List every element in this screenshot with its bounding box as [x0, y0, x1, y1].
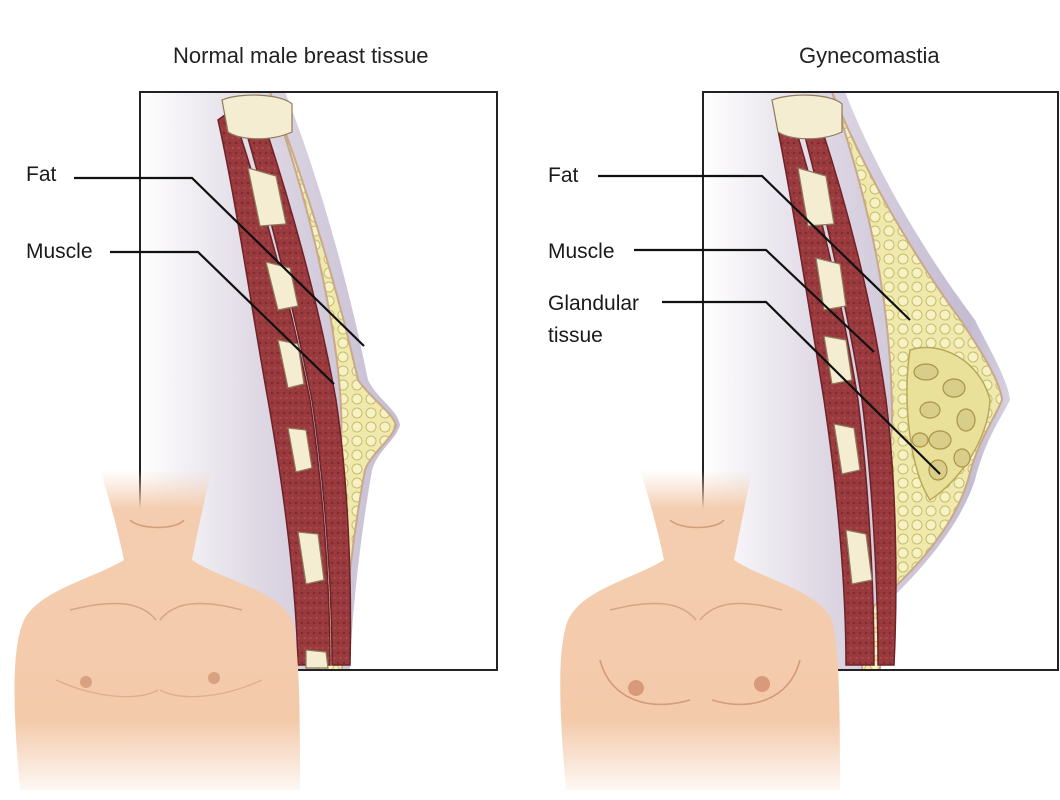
gyno-nipple-left [628, 680, 644, 696]
gyno-glandular-label-line2: tissue [548, 320, 603, 351]
gyno-nipple-right [754, 676, 770, 692]
gyno-panel-title: Gynecomastia [799, 43, 940, 69]
normal-panel-title: Normal male breast tissue [173, 43, 429, 69]
normal-panel [0, 92, 500, 800]
normal-fat-label: Fat [26, 159, 56, 190]
normal-nipple-left [80, 676, 92, 688]
gyno-glandular-label-line1: Glandular [548, 288, 639, 319]
normal-muscle-label: Muscle [26, 236, 93, 267]
gyno-fat-label: Fat [548, 160, 578, 191]
gyno-muscle-label: Muscle [548, 236, 615, 267]
gynecomastia-panel [550, 92, 1058, 800]
normal-nipple-right [208, 672, 220, 684]
